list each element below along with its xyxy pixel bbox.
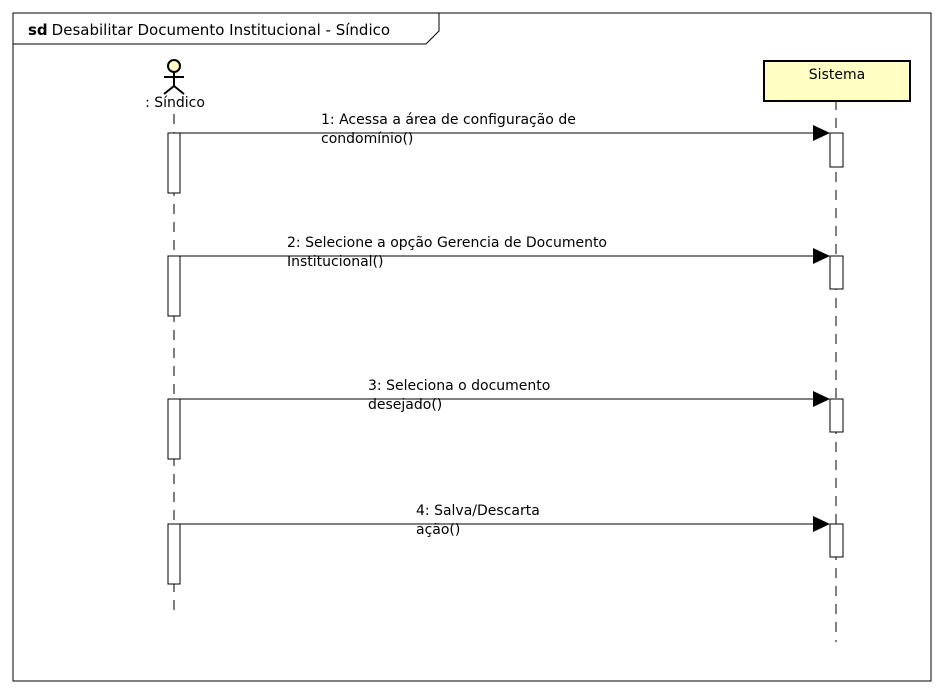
message-arrow-2 — [180, 248, 830, 264]
actor-icon — [163, 59, 185, 95]
system-participant-label: Sistema — [808, 67, 866, 83]
message-label-2: 2: Selecione a opção Gerencia de Documen… — [287, 235, 607, 270]
frame-border — [12, 12, 932, 682]
actor-activation-2 — [167, 255, 181, 317]
frame-title-tab — [13, 13, 440, 45]
message-arrow-3 — [180, 391, 830, 407]
system-activation-3 — [829, 398, 844, 433]
system-participant-box: Sistema — [763, 60, 911, 102]
message-label-4: 4: Salva/Descarta ação() — [416, 503, 540, 538]
frame-keyword: sd — [28, 21, 48, 39]
frame-title-text: Desabilitar Documento Institucional - Sí… — [51, 21, 391, 39]
actor-activation-4 — [167, 523, 181, 585]
system-activation-1 — [829, 132, 844, 168]
message-label-1: 1: Acessa a área de configuração de cond… — [321, 112, 576, 147]
message-arrow-4 — [180, 516, 830, 532]
system-activation-2 — [829, 255, 844, 290]
actor-label: : Síndico — [145, 95, 205, 111]
actor-activation-3 — [167, 398, 181, 460]
message-arrow-1 — [180, 125, 830, 141]
system-activation-4 — [829, 523, 844, 558]
message-label-3: 3: Seleciona o documento desejado() — [368, 378, 551, 413]
actor-activation-1 — [167, 132, 181, 194]
